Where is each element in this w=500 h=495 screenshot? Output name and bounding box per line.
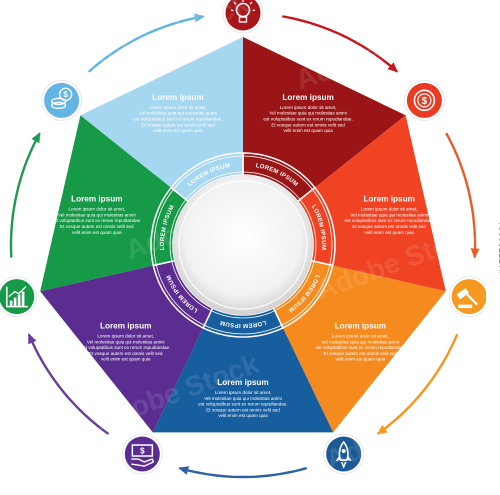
segment-body-line: Lorem ipsum dolor sit amet, — [280, 105, 337, 110]
segment-body-line: Lorem ipsum dolor sit amet, — [332, 334, 389, 339]
arrow-head — [376, 425, 388, 435]
segment-body-line: est voluptatibus sunt ex rerum repudiand… — [198, 402, 287, 407]
segment-body-line: Vel molestiae quia qui molestias animi — [321, 339, 399, 344]
segment-title: Lorem ipsum — [363, 195, 414, 204]
segment-body-line: Et vosque autem est omnis velit sed — [271, 122, 345, 127]
ring-divider-outer — [153, 155, 333, 335]
segment-purple — [40, 265, 204, 433]
segment-title: Lorem ipsum — [71, 195, 122, 204]
segment-body-line: Vel molestiae quia qui molestias animi — [204, 396, 282, 401]
segment-body-line: Et vosque autem est omnis velit sed — [324, 351, 398, 356]
segment-body-line: velit enim est quam quia — [218, 413, 268, 418]
segment-body-line: Lorem ipsum dolor sit amet, — [150, 105, 207, 110]
segment-body-line: Vel molestiae quia qui molestias animi — [58, 212, 136, 217]
step-icons: $ $ $ — [0, 0, 490, 475]
segment-body-line: Vel molestiae quia qui molestias animi — [269, 111, 347, 116]
arrow-head — [31, 132, 41, 144]
svg-text:$: $ — [422, 96, 428, 107]
segment-body-line: Vel molestiae quia qui molestias animi — [87, 339, 165, 344]
segment-red-orange — [314, 115, 446, 292]
stock-id-strip: #175726331 — [486, 0, 500, 495]
arrow-head — [28, 333, 37, 345]
cycle-arrow — [445, 132, 477, 258]
segment-title: Lorem ipsum — [217, 378, 268, 387]
segment-body-line: Lorem ipsum dolor sit amet, — [361, 207, 418, 212]
segment-body-line: est voluptatibus sunt ex rerum repudiand… — [345, 218, 434, 223]
cycle-arrows — [9, 13, 480, 479]
center-circle — [173, 175, 313, 315]
segment-body-line: Lorem ipsum dolor sit amet, — [97, 334, 154, 339]
segment-body-line: est voluptatibus sunt ex rerum repudiand… — [263, 117, 352, 122]
rocket-icon — [323, 433, 365, 475]
cycle-arrow — [377, 333, 458, 435]
segment-body-line: velit enim est quam quia — [364, 230, 414, 235]
segment-title: Lorem ipsum — [152, 93, 203, 102]
dollar-target-icon: $ — [403, 79, 445, 121]
cycle-arrow — [88, 15, 204, 73]
segment-body-line: Et vosque autem est omnis velit sed — [60, 224, 134, 229]
segment-body-line: est voluptatibus sunt ex rerum repudiand… — [133, 117, 222, 122]
arrow-head — [194, 13, 205, 23]
segment-body-line: velit enim est quam quia — [72, 230, 122, 235]
segment-body-line: Et vosque autem est omnis velit sed — [141, 122, 215, 127]
segment-body-line: velit enim est quam quia — [336, 357, 386, 362]
segment-title: Lorem ipsum — [335, 322, 386, 331]
arrow-head — [387, 62, 398, 73]
segment-light-blue — [80, 37, 244, 188]
segment-body-line: Et vosque autem est omnis velit sed — [89, 351, 163, 356]
segment-orange — [282, 265, 446, 433]
svg-text:$: $ — [63, 90, 68, 99]
segment-body-line: Et vosque autem est omnis velit sed — [206, 407, 280, 412]
gavel-icon — [448, 276, 490, 318]
segment-body-line: Lorem ipsum dolor sit amet, — [215, 390, 272, 395]
segment-body-line: est voluptatibus sunt ex rerum repudiand… — [52, 218, 141, 223]
cycle-arrow — [179, 467, 307, 479]
lightbulb-icon — [222, 0, 264, 34]
segment-body-line: velit enim est quam quia — [101, 357, 151, 362]
money-hand-icon: $ — [121, 433, 163, 475]
cycle-arrow — [282, 15, 398, 73]
segment-title: Lorem ipsum — [100, 322, 151, 331]
segment-body-line: velit enim est quam quia — [153, 128, 203, 133]
segment-title: Lorem ipsum — [282, 93, 333, 102]
segment-dark-red — [243, 37, 406, 188]
coins-icon: $ — [41, 79, 83, 121]
segment-body-line: Lorem ipsum dolor sit amet, — [68, 207, 125, 212]
segment-body-line: est voluptatibus sunt ex rerum repudiand… — [81, 345, 170, 350]
segment-body-line: Vel molestiae quia qui molestias animi — [350, 212, 428, 217]
cycle-arrow — [28, 333, 109, 435]
segment-body-line: velit enim est quam quia — [283, 128, 333, 133]
svg-text:$: $ — [140, 447, 145, 456]
center-circle-rim — [178, 180, 308, 310]
segment-blue — [152, 327, 334, 433]
center-disc — [173, 175, 313, 315]
segment-body-line: est voluptatibus sunt ex rerum repudiand… — [316, 345, 405, 350]
segment-green — [40, 115, 172, 292]
arrow-head — [178, 466, 190, 475]
arrow-head — [470, 248, 480, 259]
watermark-text: Adobe Stock — [291, 8, 463, 96]
ring-label: LOREM IPSUM — [219, 319, 266, 328]
segment-body-line: Et vosque autem est omnis velit sed — [352, 224, 426, 229]
growth-chart-icon — [0, 276, 38, 318]
segment-body-line: Vel molestiae quia qui molestias animi — [139, 111, 217, 116]
ring-divider-inner — [169, 171, 317, 319]
cycle-arrow — [9, 132, 41, 258]
